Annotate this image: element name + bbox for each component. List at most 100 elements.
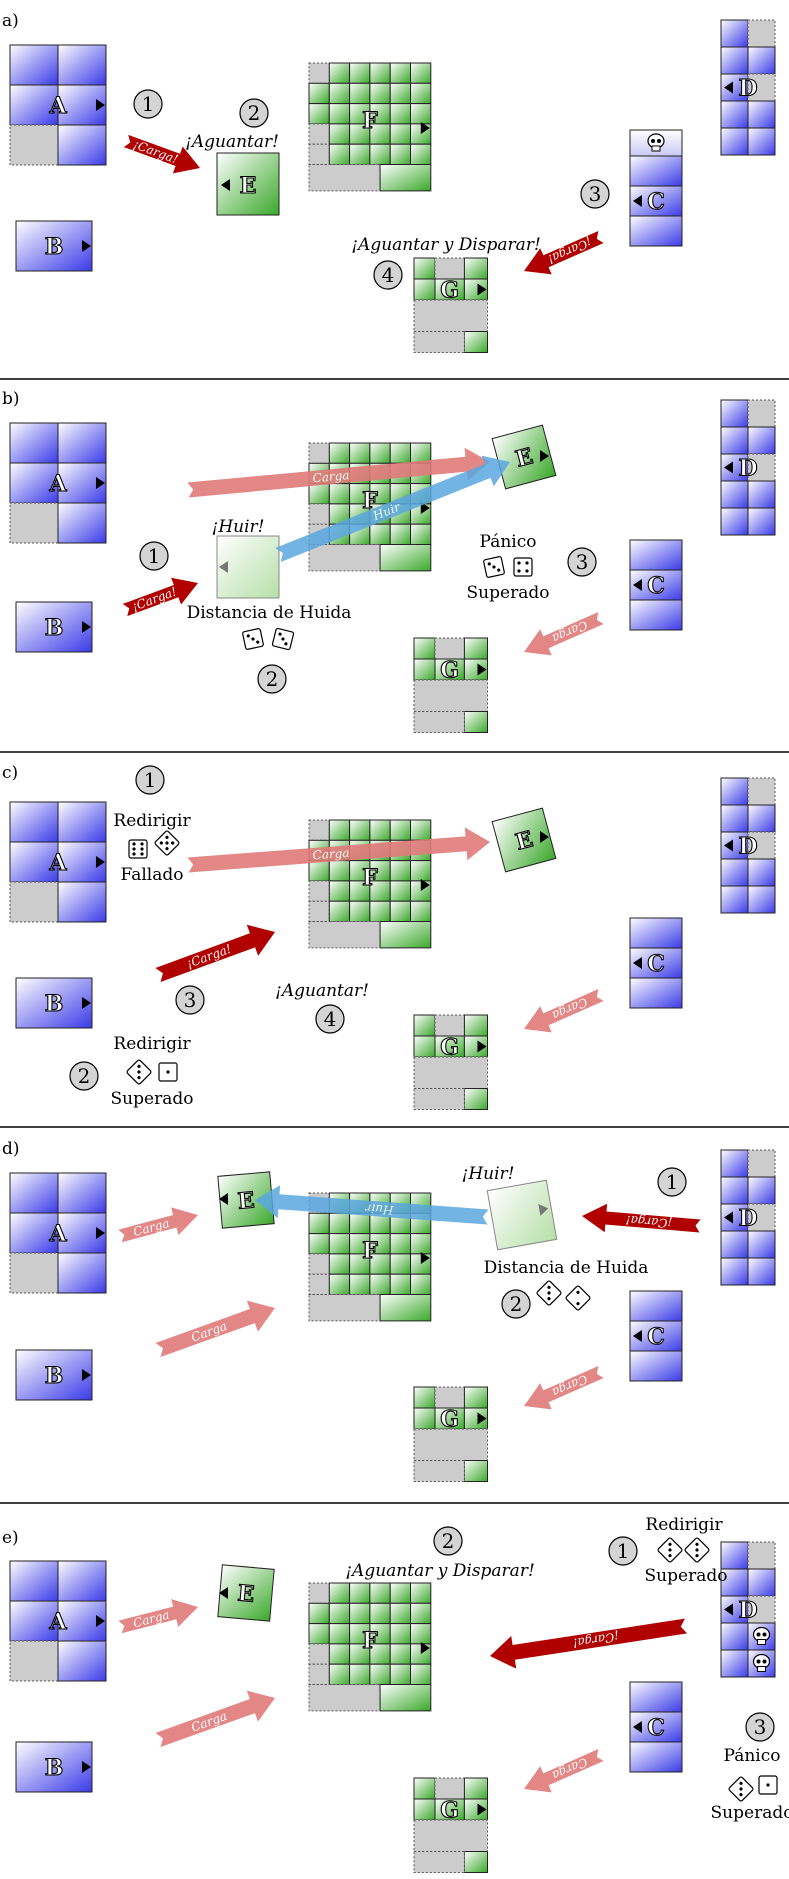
die-pip	[140, 852, 144, 856]
model-cell	[413, 1798, 436, 1821]
model-cell	[720, 777, 749, 806]
unit-letter: C	[647, 1715, 665, 1741]
charge-arrow-e2: Carga	[155, 1690, 275, 1748]
die-icon	[483, 556, 505, 578]
step-number: 2	[266, 667, 279, 691]
facing-arrow-icon	[477, 283, 487, 296]
unit-e-ghost	[486, 1179, 558, 1251]
casualty-cell	[413, 299, 488, 332]
die-pip	[140, 842, 144, 846]
model-cell	[410, 62, 432, 84]
unit-letter: D	[738, 1206, 757, 1232]
die-icon	[242, 628, 264, 650]
model-cell	[486, 1179, 558, 1251]
unit-b: B	[15, 1349, 93, 1401]
step-2: 2	[433, 1526, 463, 1556]
model-cell	[389, 900, 412, 923]
arrow-label: ¡Carga!	[130, 584, 179, 613]
model-cell	[308, 483, 330, 505]
model-cell	[720, 1230, 749, 1259]
model-cell	[463, 331, 488, 353]
model-cell	[389, 82, 412, 105]
model-cell	[413, 1777, 436, 1800]
model-cell	[720, 885, 749, 914]
casualty-cell	[308, 1582, 330, 1604]
die-pip	[165, 835, 169, 839]
unit-letter: E	[237, 1187, 256, 1214]
model-cell	[328, 123, 351, 145]
model-cell	[629, 1320, 683, 1352]
model-cell	[9, 801, 59, 843]
model-cell	[15, 1741, 93, 1793]
model-cell	[389, 819, 412, 841]
unit-b: B	[15, 220, 93, 272]
casualty-cell	[308, 442, 330, 464]
die-pip	[739, 1793, 743, 1797]
facing-arrow-icon	[420, 1641, 430, 1654]
skull-jaw	[757, 1666, 766, 1672]
model-cell	[410, 143, 432, 165]
model-cell	[463, 1014, 488, 1037]
model-cell	[413, 1014, 436, 1037]
model-cell	[369, 82, 391, 105]
model-cell	[9, 84, 59, 126]
casualty-cell	[434, 1386, 465, 1409]
model-cell	[369, 62, 391, 84]
casualty-cell	[413, 1088, 465, 1110]
model-cell	[349, 1273, 371, 1295]
model-cell	[308, 1212, 330, 1235]
model-cell	[413, 1386, 436, 1409]
unit-e: E	[217, 1564, 275, 1622]
charge-arrow-c: Carga	[187, 827, 491, 873]
facing-arrow-icon	[477, 663, 487, 676]
casualty-cell	[9, 1640, 59, 1682]
model-cell	[328, 82, 351, 105]
model-cell	[629, 977, 683, 1009]
unit-letter: C	[647, 951, 665, 977]
casualty-cell	[308, 819, 330, 841]
model-cell	[389, 123, 412, 145]
die-icon	[684, 1537, 710, 1563]
step-marker	[657, 1167, 687, 1197]
unit-g: G	[413, 1777, 488, 1873]
skull-eye	[762, 1632, 767, 1637]
facing-arrow-icon	[540, 450, 549, 462]
die-pip	[766, 1783, 770, 1787]
casualty-cell	[308, 1273, 330, 1295]
step-number: 2	[442, 1529, 455, 1553]
model-cell	[463, 637, 488, 660]
panel-label-a: a)	[2, 11, 19, 31]
model-cell	[747, 46, 776, 75]
charge-arrow-c3: ¡Carga!	[155, 924, 276, 983]
unit-letter: F	[362, 1628, 378, 1654]
step-number: 3	[576, 550, 589, 574]
casualty-cell	[308, 921, 381, 949]
model-cell	[308, 82, 330, 105]
model-cell	[328, 103, 351, 125]
model-cell	[389, 1233, 412, 1255]
casualty-cell	[413, 1851, 465, 1873]
model-cell	[9, 1560, 59, 1602]
flee-arrow-d: Huir	[255, 1185, 489, 1225]
text-distancia-huida: Distancia de Huida	[187, 603, 352, 623]
model-cell	[349, 1663, 371, 1685]
model-cell	[747, 100, 776, 129]
model-cell	[15, 977, 93, 1029]
facing-arrow-icon	[477, 1803, 487, 1816]
model-cell	[57, 44, 107, 86]
arrow-label: Carga	[189, 1709, 228, 1735]
step-number: 2	[510, 1292, 523, 1316]
casualty-cell	[308, 123, 330, 145]
model-cell	[349, 819, 371, 841]
facing-arrow-icon	[96, 1615, 105, 1627]
unit-b: B	[15, 1741, 93, 1793]
unit-c: C	[629, 539, 683, 631]
casualty-cell	[308, 164, 381, 192]
model-cell	[629, 539, 683, 571]
model-cell	[328, 860, 351, 882]
casualty-cell	[413, 1460, 465, 1482]
unit-letter: B	[45, 615, 64, 641]
charge-arrow-e1: Carga	[118, 1599, 199, 1634]
unit-letter: D	[738, 456, 757, 482]
model-cell	[349, 1212, 371, 1235]
